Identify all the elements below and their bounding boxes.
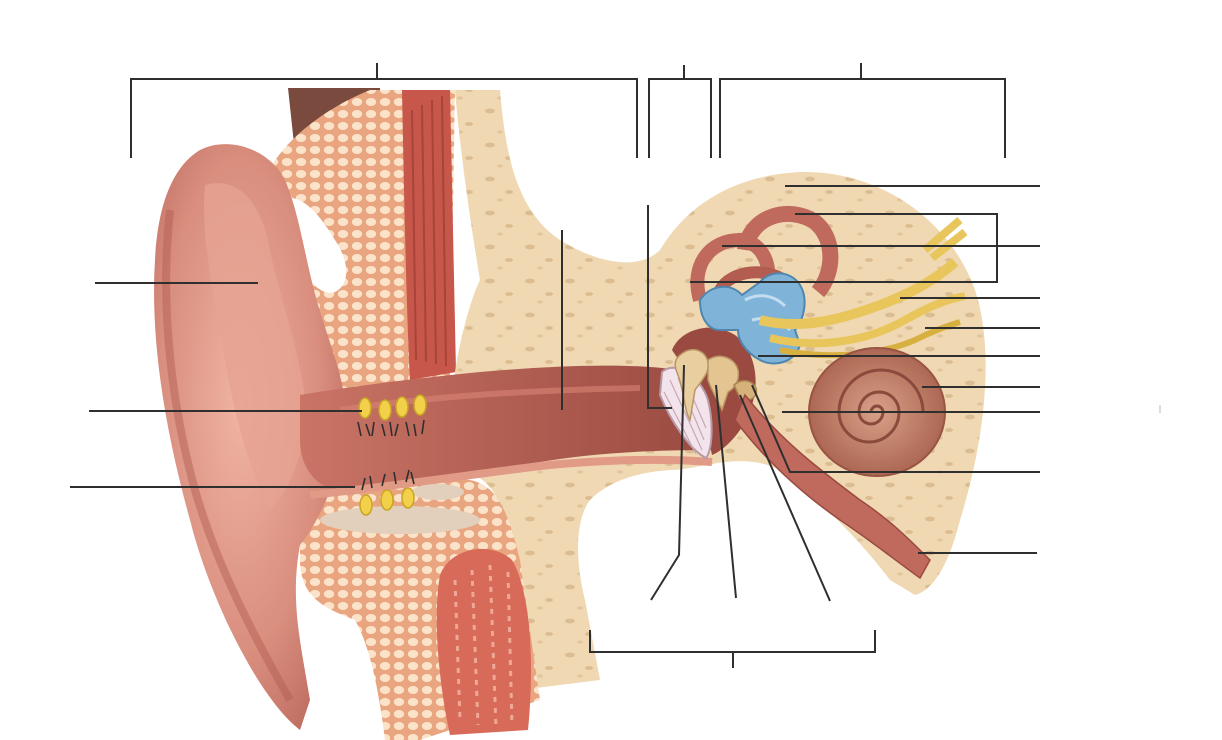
- bracket-outer-ear: [130, 63, 638, 158]
- ceruminous-glands-lower: [359, 487, 415, 516]
- leader-stapes: [739, 394, 831, 602]
- semicircular-canal-anterior: [737, 206, 839, 298]
- leader-incus: [715, 384, 737, 599]
- semicircular-canal-posterior: [690, 232, 776, 302]
- gland-tissue: [436, 548, 532, 735]
- nerve-branch-a: [769, 292, 966, 348]
- bracket-inner-ear: [719, 63, 1006, 158]
- auricle-inner-fold: [204, 183, 306, 510]
- leader-tympanic-membrane: [647, 205, 672, 409]
- auricle-rim-shade: [162, 209, 294, 702]
- gland-texture: [453, 564, 514, 729]
- canal-hairs-lower: [361, 469, 415, 491]
- muscle-fibers: [411, 95, 447, 367]
- leader-lines: [70, 63, 1040, 668]
- canal-lining: [309, 455, 713, 499]
- nerve-branch-b: [779, 319, 961, 359]
- leader-malleus: [650, 364, 685, 601]
- canal-hairs-upper: [357, 419, 425, 437]
- canal-highlight: [339, 385, 641, 413]
- vestibulocochlear-nerve: [758, 258, 959, 329]
- bracket-ossicles: [589, 630, 876, 668]
- bracket-middle-ear: [648, 65, 712, 158]
- auditory-tube: [734, 393, 931, 580]
- muscle-band: [402, 90, 456, 380]
- leader-semicircular-canals: [690, 213, 1040, 283]
- lower-gland-pad: [320, 506, 480, 534]
- leader-oval-window: [751, 384, 1040, 473]
- lower-gland-pad-right: [412, 484, 464, 500]
- cochlea-spiral: [837, 368, 925, 444]
- ceruminous-glands-upper: [358, 394, 427, 421]
